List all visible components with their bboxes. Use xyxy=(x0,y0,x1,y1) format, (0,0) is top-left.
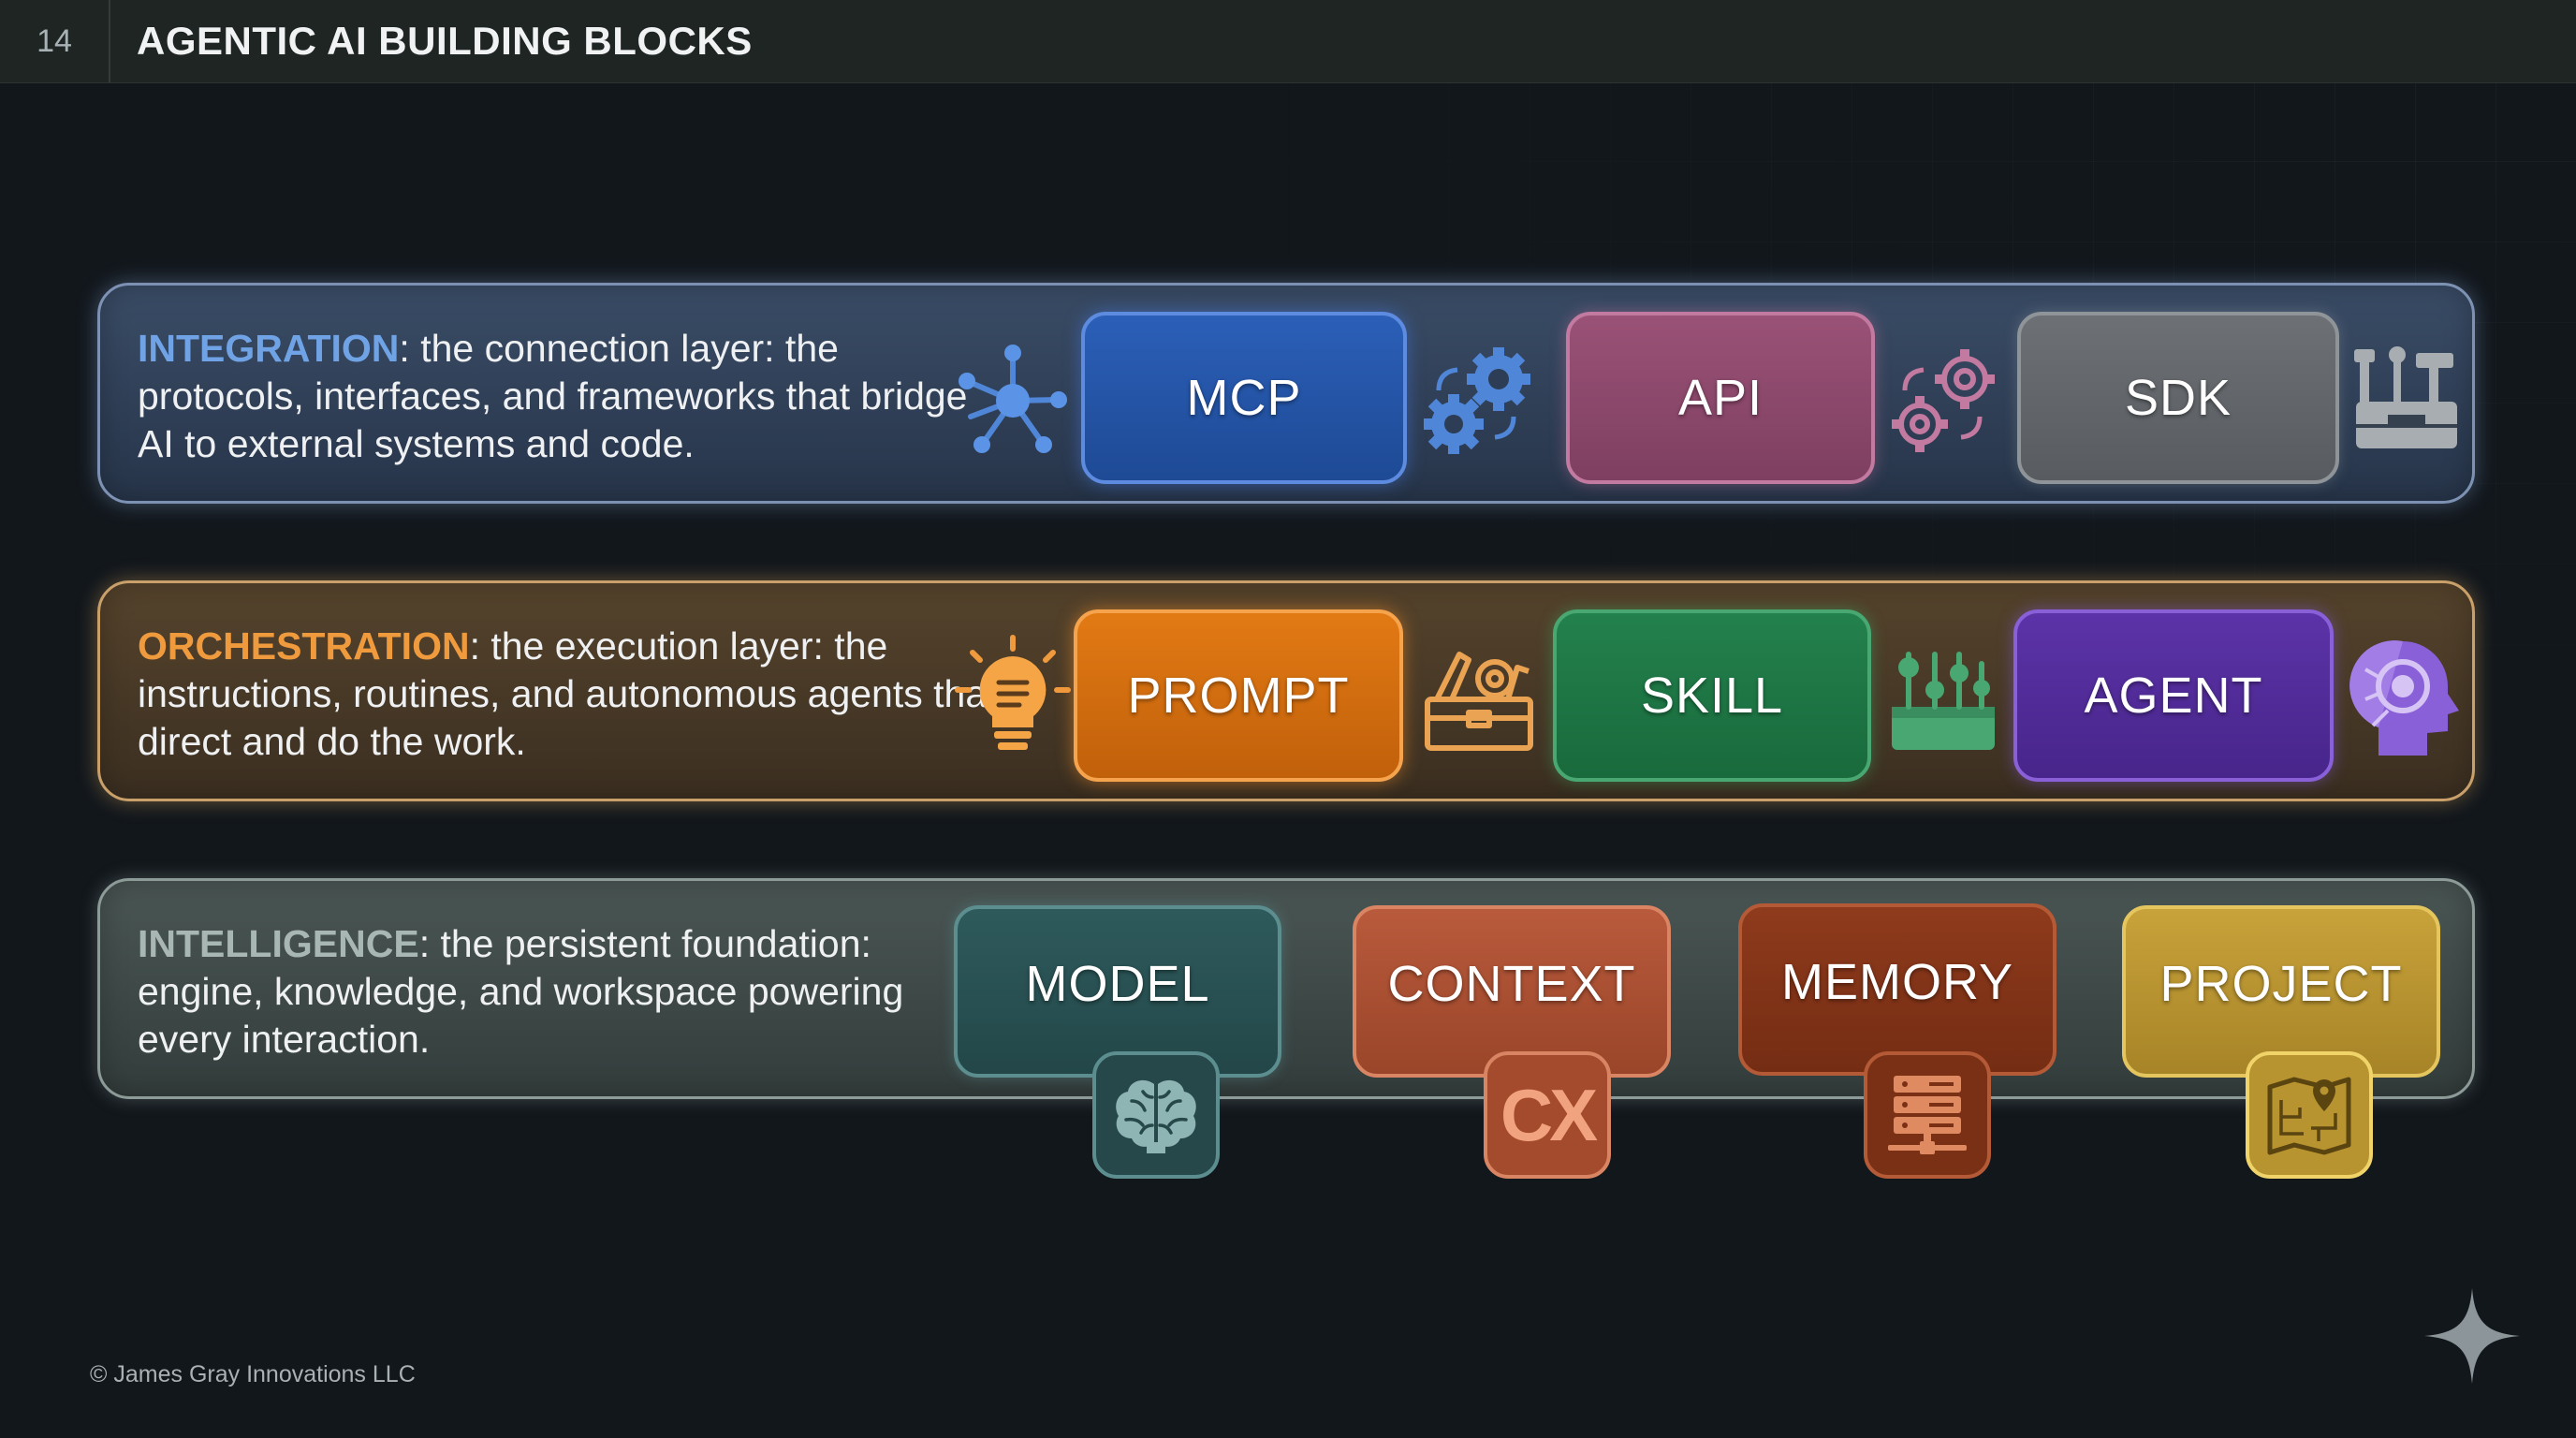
lightbulb-icon xyxy=(955,635,1071,750)
copyright-footer: © James Gray Innovations LLC xyxy=(90,1361,416,1387)
context-badge: CX xyxy=(1484,1051,1611,1179)
project-label: PROJECT xyxy=(2159,956,2403,1012)
layer-intelligence: INTELLIGENCE: the persistent foundation:… xyxy=(97,878,2475,1179)
gears-icon xyxy=(1424,347,1530,454)
prompt-block[interactable]: PROMPT xyxy=(1074,609,1403,782)
layer-description: ORCHESTRATION: the execution layer: the … xyxy=(138,623,999,766)
blueprint-icon xyxy=(2267,1077,2351,1155)
layer-orchestration: ORCHESTRATION: the execution layer: the … xyxy=(97,580,2475,801)
layer-text: : the connection layer: the protocols, i… xyxy=(138,327,968,465)
toolbox-icon xyxy=(1425,652,1533,751)
api-block[interactable]: API xyxy=(1566,312,1875,484)
layer-name: INTEGRATION xyxy=(138,327,400,370)
layer-description: INTEGRATION: the connection layer: the p… xyxy=(138,325,999,468)
layer-description: INTELLIGENCE: the persistent foundation:… xyxy=(138,920,999,1064)
skill-block[interactable]: SKILL xyxy=(1553,609,1871,782)
layer-name: INTELLIGENCE xyxy=(138,922,419,965)
layer-integration: INTEGRATION: the connection layer: the p… xyxy=(97,283,2475,504)
project-badge xyxy=(2246,1051,2373,1179)
model-label: MODEL xyxy=(1025,956,1210,1012)
memory-badge xyxy=(1864,1051,1991,1179)
server-icon xyxy=(1888,1076,1967,1154)
layer-text: : the persistent foundation: engine, kno… xyxy=(138,922,904,1061)
brain-icon xyxy=(1116,1079,1196,1153)
mcp-block[interactable]: MCP xyxy=(1081,312,1407,484)
control-panel-icon xyxy=(1892,652,1995,750)
gears-icon xyxy=(1892,349,1995,452)
context-block[interactable]: CONTEXT xyxy=(1353,905,1671,1078)
sparkle-icon xyxy=(2424,1288,2520,1384)
toolkit-icon xyxy=(2354,346,2457,448)
network-hub-icon xyxy=(959,345,1067,453)
sdk-block[interactable]: SDK xyxy=(2017,312,2339,484)
layer-text: : the execution layer: the instructions,… xyxy=(138,624,998,763)
layer-name: ORCHESTRATION xyxy=(138,624,470,668)
slide-header: 14 AGENTIC AI BUILDING BLOCKS xyxy=(0,0,2576,83)
model-badge xyxy=(1092,1051,1220,1179)
memory-block[interactable]: MEMORY xyxy=(1738,903,2056,1076)
page-title: AGENTIC AI BUILDING BLOCKS xyxy=(137,19,753,63)
memory-label: MEMORY xyxy=(1780,954,2014,1010)
slide-number: 14 xyxy=(0,0,110,82)
cx-mark: CX xyxy=(1500,1073,1598,1156)
context-label: CONTEXT xyxy=(1387,956,1636,1012)
robot-head-icon xyxy=(2349,640,2459,756)
agent-block[interactable]: AGENT xyxy=(2013,609,2334,782)
